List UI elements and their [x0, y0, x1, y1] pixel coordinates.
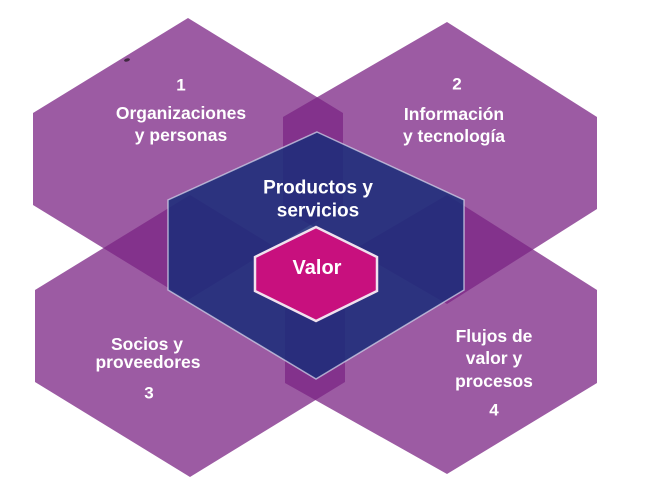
dimension-2-number: 2: [452, 75, 461, 94]
dimension-1-label-line1: Organizaciones: [116, 103, 247, 123]
dimension-2-label-line1: Información: [404, 104, 504, 124]
productos-servicios-label-line1: Productos y: [263, 178, 373, 199]
dimension-2-label-line2: y tecnología: [403, 126, 505, 146]
dimension-4-label-line2: valor y: [466, 348, 523, 368]
valor-label: Valor: [293, 257, 342, 279]
dimension-3-number: 3: [144, 384, 153, 403]
productos-servicios-label-line2: servicios: [277, 201, 359, 222]
dimension-3-label-line2: proveedores: [95, 352, 200, 372]
dimension-4-number: 4: [489, 401, 499, 420]
dimension-1-number: 1: [176, 76, 185, 95]
hexagon-valor: [253, 225, 379, 323]
dimension-4-label-line1: Flujos de: [456, 326, 533, 346]
ink-speck-artifact: [124, 58, 130, 62]
diagram-labels: 1 Organizaciones y personas 2 Informació…: [95, 75, 533, 420]
dimension-1-label-line2: y personas: [135, 125, 228, 145]
dimension-4-label-line3: procesos: [455, 371, 533, 391]
dimension-3-label-line1: Socios y: [111, 334, 183, 354]
